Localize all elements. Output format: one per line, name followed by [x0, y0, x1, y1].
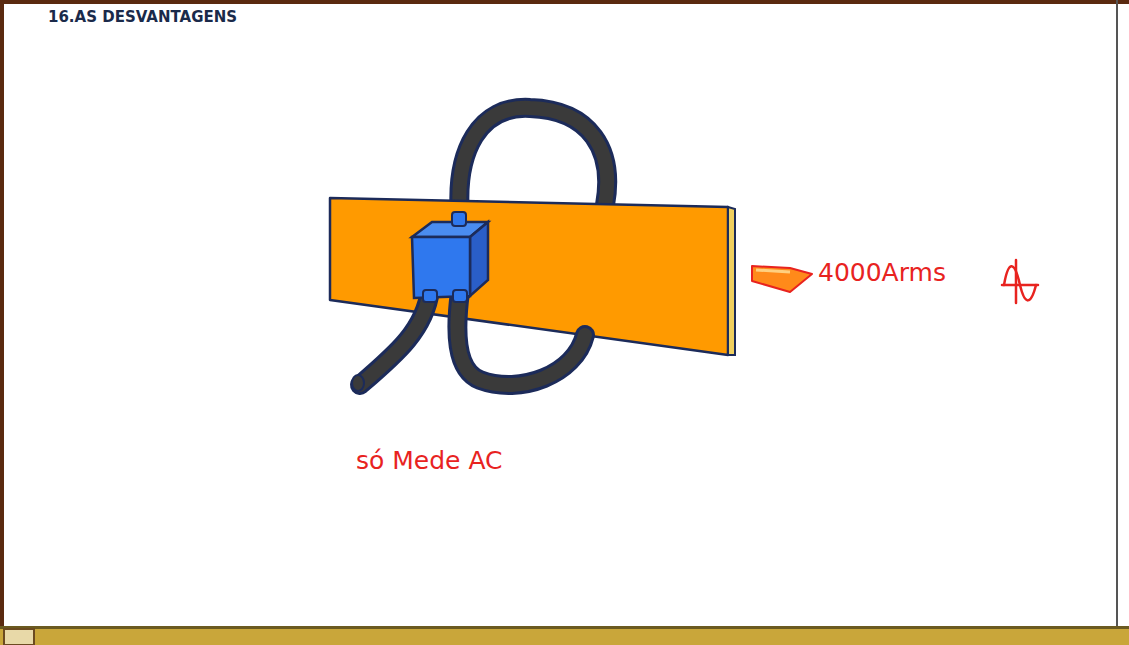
- slide-title: 16.AS DESVANTAGENS: [48, 8, 237, 26]
- current-rating: 4000Arms: [818, 258, 946, 287]
- note-text: só Mede AC: [356, 446, 503, 475]
